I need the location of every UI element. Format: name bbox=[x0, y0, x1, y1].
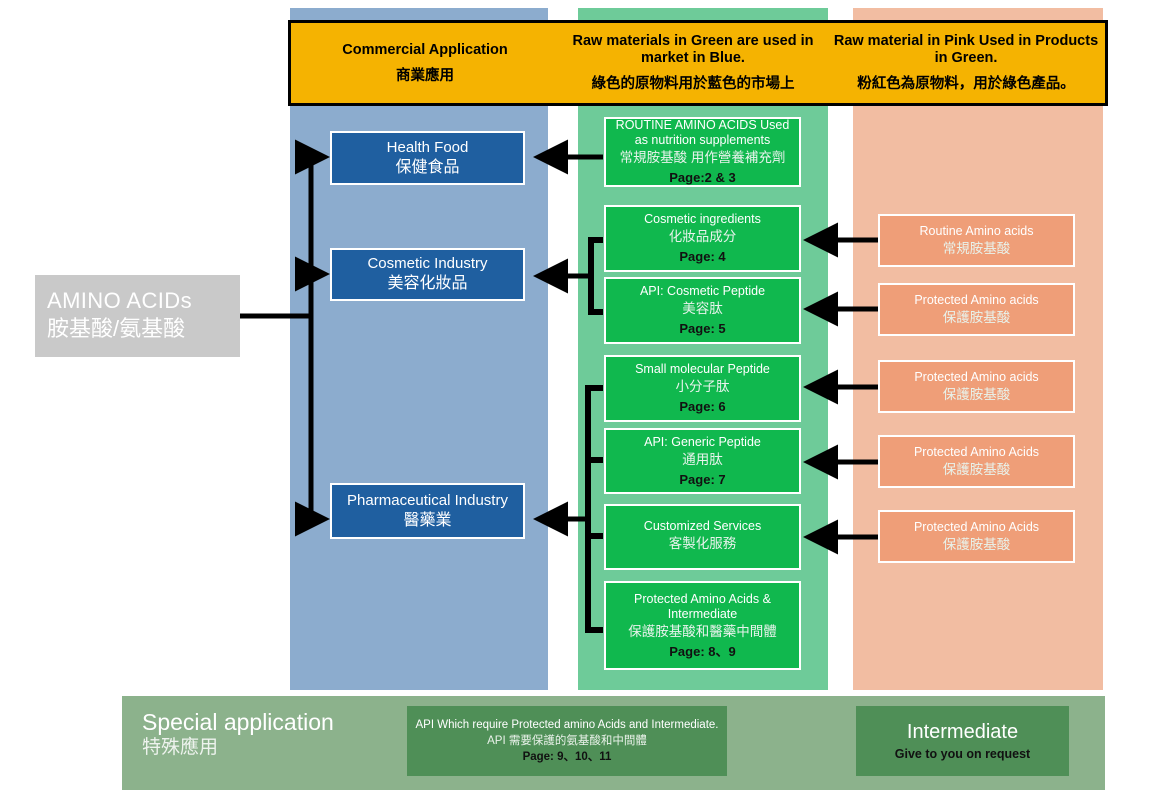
intermediate-subtitle: Give to you on request bbox=[894, 747, 1031, 761]
special-detail-zh: API 需要保護的氨基酸和中間體 bbox=[487, 734, 647, 747]
raw-0-zh: 常規胺基酸 bbox=[942, 240, 1011, 256]
raw-material-card-1[interactable]: Protected Amino acids 保護胺基酸 bbox=[878, 283, 1075, 336]
market-health-food-zh: 保健食品 bbox=[395, 158, 460, 176]
raw-3-en: Protected Amino Acids bbox=[913, 444, 1040, 459]
raw-material-card-3[interactable]: Protected Amino Acids 保護胺基酸 bbox=[878, 435, 1075, 488]
product-0-page: Page:2 & 3 bbox=[669, 170, 736, 185]
legend-green-zh: 綠色的原物料用於藍色的市場上 bbox=[591, 76, 795, 92]
special-application-bar: Special application 特殊應用 API Which requi… bbox=[122, 696, 1105, 790]
product-0-en: ROUTINE AMINO ACIDS Used as nutrition su… bbox=[615, 118, 790, 147]
raw-1-en: Protected Amino acids bbox=[914, 292, 1039, 307]
legend-cell-commercial: Commercial Application 商業應用 bbox=[291, 23, 559, 103]
product-1-page: Page: 4 bbox=[679, 249, 726, 264]
product-2-en: API: Cosmetic Peptide bbox=[639, 284, 766, 298]
product-3-page: Page: 6 bbox=[679, 399, 726, 414]
special-title-en: Special application bbox=[142, 709, 334, 735]
legend-banner: Commercial Application 商業應用 Raw material… bbox=[288, 20, 1108, 106]
special-detail-page: Page: 9、10、11 bbox=[522, 750, 612, 763]
product-4-en: API: Generic Peptide bbox=[644, 434, 761, 449]
product-card-cosmetic-ingredients[interactable]: Cosmetic ingredients 化妝品成分 Page: 4 bbox=[604, 205, 801, 272]
raw-3-zh: 保護胺基酸 bbox=[942, 461, 1011, 477]
product-1-zh: 化妝品成分 bbox=[668, 229, 737, 244]
source-label-zh: 胺基酸/氨基酸 bbox=[47, 316, 186, 341]
intermediate-title: Intermediate bbox=[906, 721, 1019, 743]
legend-commercial-zh: 商業應用 bbox=[396, 67, 454, 84]
legend-commercial-en: Commercial Application bbox=[342, 41, 508, 58]
source-amino-acids: AMINO ACIDs 胺基酸/氨基酸 bbox=[35, 275, 240, 357]
raw-material-card-0[interactable]: Routine Amino acids 常規胺基酸 bbox=[878, 214, 1075, 267]
product-card-routine-amino-acids[interactable]: ROUTINE AMINO ACIDS Used as nutrition su… bbox=[604, 117, 801, 187]
legend-cell-pink: Raw material in Pink Used in Products in… bbox=[827, 23, 1105, 103]
market-cosmetic-zh: 美容化妝品 bbox=[387, 275, 468, 292]
raw-2-zh: 保護胺基酸 bbox=[942, 386, 1011, 402]
source-label-en: AMINO ACIDs bbox=[47, 288, 192, 313]
market-pharma-en: Pharmaceutical Industry bbox=[347, 491, 508, 509]
product-card-api-generic-peptide[interactable]: API: Generic Peptide 通用肽 Page: 7 bbox=[604, 428, 801, 494]
product-card-customized-services[interactable]: Customized Services 客製化服務 bbox=[604, 504, 801, 570]
column-raw-materials-pink bbox=[853, 8, 1103, 690]
special-application-detail-box[interactable]: API Which require Protected amino Acids … bbox=[407, 706, 727, 776]
raw-material-card-4[interactable]: Protected Amino Acids 保護胺基酸 bbox=[878, 510, 1075, 563]
product-0-zh: 常規胺基酸 用作營養補充劑 bbox=[619, 150, 786, 165]
legend-pink-zh: 粉紅色為原物料，用於綠色產品。 bbox=[857, 76, 1075, 92]
product-card-api-cosmetic-peptide[interactable]: API: Cosmetic Peptide 美容肽 Page: 5 bbox=[604, 277, 801, 344]
market-card-pharmaceutical-industry[interactable]: Pharmaceutical Industry 醫藥業 bbox=[330, 483, 525, 539]
product-5-zh: 客製化服務 bbox=[668, 536, 737, 551]
legend-cell-green: Raw materials in Green are used in marke… bbox=[559, 23, 827, 103]
product-2-page: Page: 5 bbox=[679, 321, 726, 336]
market-pharma-zh: 醫藥業 bbox=[403, 511, 452, 529]
product-6-en: Protected Amino Acids & Intermediate bbox=[634, 591, 771, 621]
market-card-health-food[interactable]: Health Food 保健食品 bbox=[330, 131, 525, 185]
raw-0-en: Routine Amino acids bbox=[919, 223, 1034, 238]
product-3-zh: 小分子肽 bbox=[675, 379, 730, 394]
product-4-zh: 通用肽 bbox=[682, 451, 723, 467]
raw-material-card-2[interactable]: Protected Amino acids 保護胺基酸 bbox=[878, 360, 1075, 413]
legend-pink-en: Raw material in Pink Used in Products in… bbox=[833, 33, 1099, 66]
special-detail-en: API Which require Protected amino Acids … bbox=[415, 718, 719, 731]
column-commercial-application bbox=[290, 8, 548, 690]
raw-2-en: Protected Amino acids bbox=[914, 369, 1039, 384]
product-6-zh: 保護胺基酸和醫藥中間體 bbox=[628, 623, 777, 639]
market-card-cosmetic-industry[interactable]: Cosmetic Industry 美容化妝品 bbox=[330, 248, 525, 301]
special-title-zh: 特殊應用 bbox=[142, 737, 219, 758]
product-1-en: Cosmetic ingredients bbox=[644, 212, 761, 226]
product-card-small-molecular-peptide[interactable]: Small molecular Peptide 小分子肽 Page: 6 bbox=[604, 355, 801, 422]
product-card-protected-amino-acids-intermediate[interactable]: Protected Amino Acids & Intermediate 保護胺… bbox=[604, 581, 801, 670]
market-cosmetic-en: Cosmetic Industry bbox=[367, 255, 488, 272]
raw-4-zh: 保護胺基酸 bbox=[942, 536, 1011, 552]
product-2-zh: 美容肽 bbox=[682, 301, 723, 316]
market-health-food-en: Health Food bbox=[386, 138, 469, 156]
product-4-page: Page: 7 bbox=[679, 471, 726, 487]
raw-1-zh: 保護胺基酸 bbox=[942, 309, 1011, 325]
intermediate-box[interactable]: Intermediate Give to you on request bbox=[856, 706, 1069, 776]
product-6-page: Page: 8、9 bbox=[669, 643, 736, 659]
special-application-title: Special application 特殊應用 bbox=[142, 708, 334, 760]
raw-4-en: Protected Amino Acids bbox=[913, 519, 1040, 534]
product-3-en: Small molecular Peptide bbox=[635, 362, 770, 376]
legend-green-en: Raw materials in Green are used in marke… bbox=[572, 33, 814, 66]
product-5-en: Customized Services bbox=[643, 519, 762, 533]
